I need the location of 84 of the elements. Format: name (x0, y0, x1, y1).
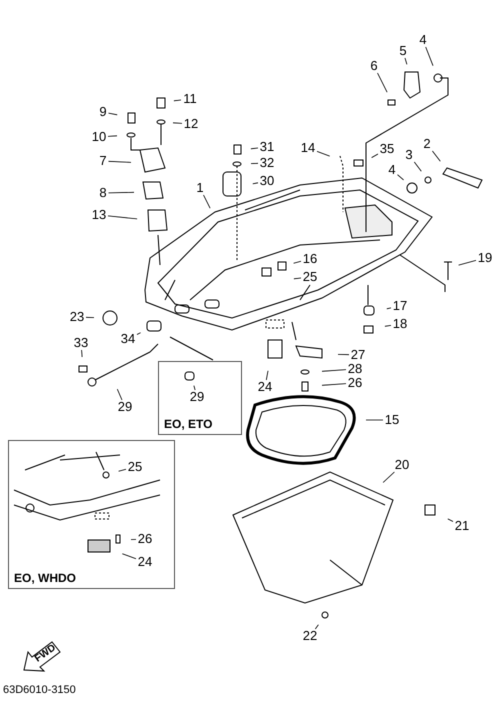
callout-number: 9 (98, 105, 108, 119)
callout-number: 23 (68, 310, 86, 324)
callout-number: 4 (386, 163, 398, 177)
inset-panel (8, 440, 175, 589)
leader-line (118, 468, 126, 472)
leader-line (81, 350, 82, 358)
callout-number: 32 (258, 156, 276, 170)
callout-number: 24 (256, 380, 274, 394)
callout-number: 7 (98, 154, 108, 168)
callout-number: 6 (368, 59, 380, 73)
callout-number: 19 (476, 251, 494, 265)
leader-line (174, 100, 182, 102)
leader-line (108, 135, 118, 137)
leader-line (136, 332, 141, 335)
leader-line (203, 194, 210, 209)
leader-line (458, 260, 476, 266)
callout-number: 30 (258, 174, 276, 188)
leader-line (338, 354, 350, 356)
callout-number: 33 (72, 336, 90, 350)
leader-line (377, 72, 388, 93)
callout-number: 5 (398, 44, 408, 58)
leader-line (116, 388, 122, 400)
callout-number: 29 (188, 390, 206, 404)
callout-number: 21 (453, 519, 471, 533)
callout-number: 2 (422, 137, 432, 151)
callout-number: 24 (136, 555, 154, 569)
callout-number: 1 (194, 181, 206, 195)
leader-line (108, 112, 118, 116)
leader-line (266, 370, 268, 380)
leader-line (108, 216, 138, 220)
callout-number: 10 (90, 130, 108, 144)
callout-number: 16 (301, 252, 319, 266)
leader-line (397, 174, 404, 180)
leader-line (382, 472, 395, 483)
callout-number: 4 (418, 33, 428, 47)
leader-line (404, 58, 408, 65)
callout-number: 3 (404, 148, 414, 162)
callout-number: 17 (391, 299, 409, 313)
leader-line (371, 154, 378, 158)
leader-line (425, 46, 434, 66)
leader-line (108, 192, 134, 194)
callout-number: 31 (258, 140, 276, 154)
leader-line (384, 325, 392, 327)
leader-line (386, 308, 392, 310)
callout-number: 20 (393, 458, 411, 472)
callout-number: 35 (378, 142, 396, 156)
callout-number: 28 (346, 362, 364, 376)
leader-line (252, 182, 258, 184)
leader-line (194, 385, 196, 390)
leader-line (172, 122, 182, 124)
drawing-code: 63D6010-3150 (3, 684, 76, 696)
callout-number: 12 (182, 117, 200, 131)
callout-number: 8 (98, 186, 108, 200)
leader-line (86, 316, 94, 318)
leader-line (130, 539, 136, 540)
callout-number: 25 (126, 460, 144, 474)
variant-label: EO, WHDO (14, 571, 76, 585)
callout-number: 13 (90, 208, 108, 222)
callout-number: 18 (391, 317, 409, 331)
leader-line (294, 278, 302, 280)
callout-number: 26 (346, 376, 364, 390)
leader-line (322, 369, 346, 372)
callout-number: 22 (301, 629, 319, 643)
leader-line (447, 518, 454, 522)
callout-number: 34 (119, 332, 137, 346)
leader-line (250, 148, 258, 150)
callout-number: 27 (349, 348, 367, 362)
inset-panel (158, 361, 242, 435)
leader-line (432, 150, 441, 162)
variant-label: EO, ETO (164, 417, 212, 431)
leader-line (322, 383, 346, 386)
leader-line (314, 624, 319, 630)
callout-number: 14 (299, 141, 317, 155)
callout-number: 25 (301, 270, 319, 284)
leader-line (316, 151, 330, 156)
leader-line (108, 160, 132, 163)
callout-number: 29 (116, 400, 134, 414)
leader-line (414, 162, 422, 172)
callout-number: 26 (136, 532, 154, 546)
leader-line (122, 553, 136, 560)
callout-number: 15 (383, 413, 401, 427)
callout-number: 11 (181, 92, 199, 106)
leader-line (293, 260, 302, 264)
leader-line (250, 162, 258, 164)
